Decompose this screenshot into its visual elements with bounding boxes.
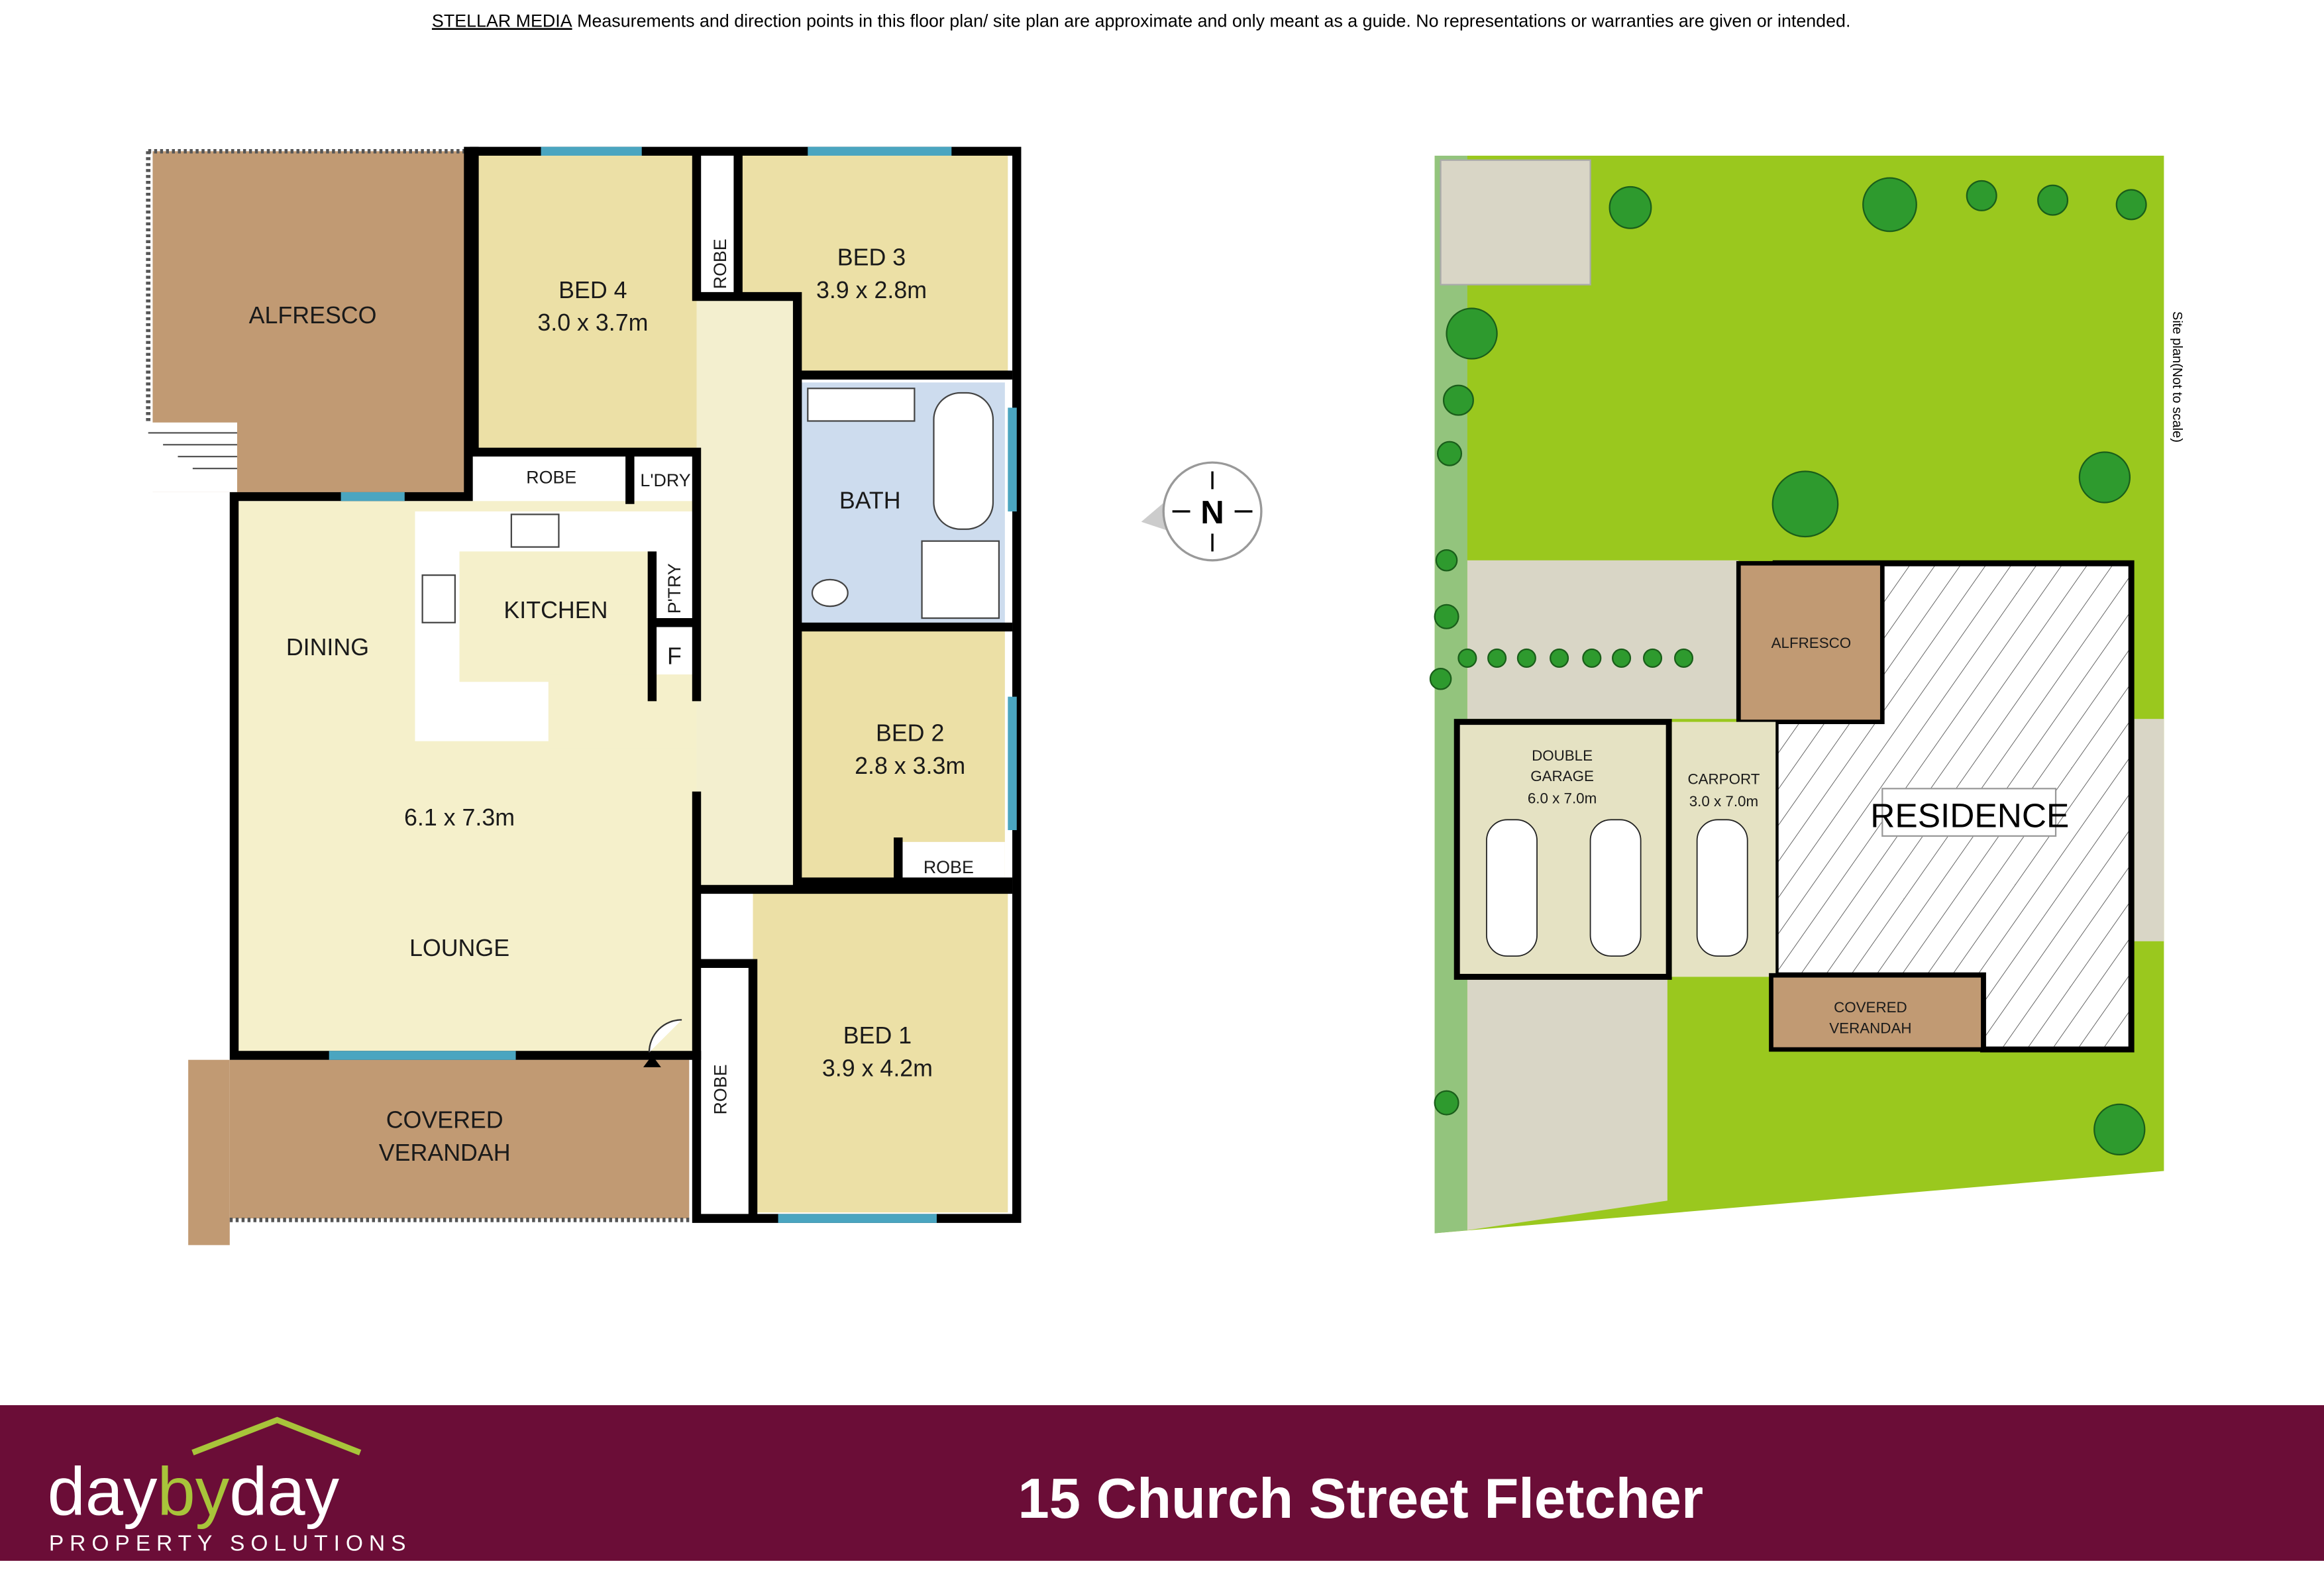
bed4-robe-label: ROBE <box>526 467 576 487</box>
tree-icon <box>1966 180 1997 211</box>
verandah-label-2: VERANDAH <box>379 1140 511 1166</box>
fridge-label: F <box>667 643 682 669</box>
bed2-size: 2.8 x 3.3m <box>855 753 965 779</box>
bed4-label: BED 4 <box>558 277 627 303</box>
tree-icon <box>2078 451 2131 504</box>
bed4-room <box>474 156 697 452</box>
tree-icon <box>1446 307 1498 360</box>
driveway <box>1467 978 1667 1231</box>
dining-label: DINING <box>286 634 369 661</box>
property-address: 15 Church Street Fletcher <box>1018 1467 1704 1530</box>
tree-icon <box>2037 184 2069 216</box>
cooktop-icon <box>510 513 560 548</box>
compass-north-label: N <box>1200 494 1224 531</box>
footer-banner: daybyday PROPERTY SOLUTIONS 15 Church St… <box>0 1405 2324 1561</box>
bed2-label: BED 2 <box>876 720 944 747</box>
logo-tagline: PROPERTY SOLUTIONS <box>49 1531 412 1556</box>
disclaimer-brand: STELLAR MEDIA <box>432 11 572 30</box>
svg-text:daybyday: daybyday <box>48 1454 340 1530</box>
site-verandah-label-1: COVERED <box>1834 999 1907 1016</box>
patio <box>1467 560 1739 719</box>
tree-icon <box>2115 189 2147 221</box>
site-plan: Site plan(Not to scale) ALFRESCO DOUBLE … <box>1429 156 2184 1234</box>
roof-icon <box>191 1416 362 1456</box>
verandah-steps <box>188 1059 230 1246</box>
pantry-label: P'TRY <box>664 563 684 613</box>
car-icon <box>1486 819 1538 957</box>
bath-label: BATH <box>839 487 901 513</box>
living-size: 6.1 x 7.3m <box>404 804 515 831</box>
bed4-size: 3.0 x 3.7m <box>537 309 648 336</box>
car-icon <box>1589 819 1642 957</box>
lounge-label: LOUNGE <box>409 935 509 961</box>
shed <box>1440 159 1591 286</box>
disclaimer-text: Measurements and direction points in thi… <box>577 11 1850 30</box>
tree-icon <box>1609 186 1652 229</box>
site-verandah-label-2: VERANDAH <box>1829 1020 1911 1036</box>
site-plan-note: Site plan(Not to scale) <box>2170 311 2184 443</box>
bed1-robe <box>701 978 753 1208</box>
bed3-size: 3.9 x 2.8m <box>816 277 927 303</box>
hallway <box>696 296 798 890</box>
bed1-room <box>753 889 1008 1213</box>
bed1-label: BED 1 <box>843 1022 912 1049</box>
company-logo: daybyday PROPERTY SOLUTIONS <box>48 1416 412 1556</box>
bed1-size: 3.9 x 4.2m <box>822 1055 933 1081</box>
tree-icons <box>1429 177 2147 1156</box>
site-alfresco-label: ALFRESCO <box>1771 635 1852 651</box>
sink-icon <box>421 574 456 623</box>
entry-arrow-icon <box>643 1055 661 1067</box>
site-alfresco <box>1736 560 1885 724</box>
tree-icon <box>2093 1103 2146 1156</box>
pantry <box>652 556 697 623</box>
covered-verandah <box>229 1059 690 1219</box>
bed3-robe-label: ROBE <box>710 239 730 289</box>
bed2-robe <box>898 841 1005 884</box>
garage-size: 6.0 x 7.0m <box>1528 790 1597 807</box>
site-verandah <box>1769 973 1985 1052</box>
car-icons <box>1486 819 1748 957</box>
garage-label-2: GARAGE <box>1530 768 1594 784</box>
bed4-robe <box>482 452 630 500</box>
residence-label: RESIDENCE <box>1870 796 2069 834</box>
disclaimer: STELLAR MEDIA Measurements and direction… <box>432 11 1850 30</box>
compass-icon: N <box>1141 461 1263 562</box>
carport-size: 3.0 x 7.0m <box>1689 793 1758 810</box>
bed2-robe-label: ROBE <box>924 857 974 877</box>
bed3-robe <box>701 156 739 297</box>
bed3-label: BED 3 <box>837 244 906 271</box>
tree-icon <box>1771 470 1839 538</box>
laundry <box>634 452 697 500</box>
laundry-label: L'DRY <box>640 470 690 490</box>
verandah-label-1: COVERED <box>386 1107 503 1134</box>
floor-plan: ALFRESCO BED 4 3.0 x 3.7m BED 3 3.9 x 2.… <box>146 146 1022 1246</box>
alfresco-label: ALFRESCO <box>249 302 377 329</box>
car-icon <box>1696 819 1748 957</box>
tree-icon <box>1862 177 1917 233</box>
kitchen-label: KITCHEN <box>503 597 607 623</box>
garage-label-1: DOUBLE <box>1532 747 1593 764</box>
bed1-robe-label: ROBE <box>710 1064 730 1114</box>
carport-label: CARPORT <box>1687 771 1760 788</box>
